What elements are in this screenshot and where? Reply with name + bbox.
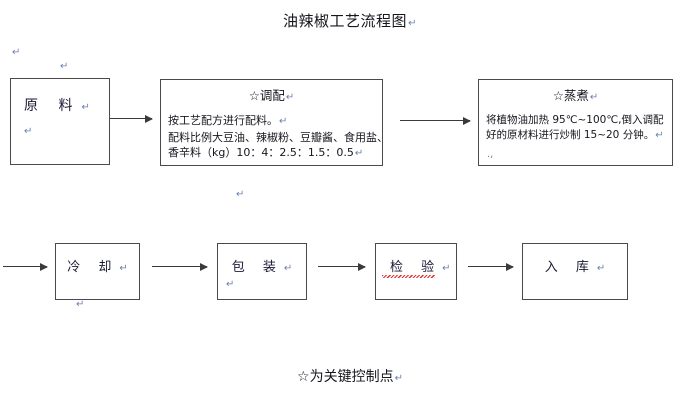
pilcrow-mark-mid-left: ↵ [236,189,245,200]
process-box-packaging[interactable]: 包 装↵ ↵ [217,243,307,300]
cooking-body-line-1: 将植物油加热 95℃~100℃,倒入调配 [486,114,664,126]
arrow-entry-to-cooling [3,262,48,271]
process-box-warehouse[interactable]: 入 库↵ [522,243,628,300]
spellcheck-underline: 检 验 [381,256,441,278]
page-title-text: 油辣椒工艺流程图 [283,12,408,30]
page-title: 油辣椒工艺流程图↵ [0,10,700,31]
pilcrow-mark-blending-head: ↵ [285,92,295,103]
stray-mark-cooking: ., [487,149,494,160]
arrow-blending-to-cooking [400,116,471,125]
blending-body-line-2: 配料比例大豆油、辣椒粉、豆瓣酱、食用盐、 [168,130,388,144]
pilcrow-mark-footer: ↵ [394,373,403,384]
process-box-warehouse-label: 入 库↵ [544,260,613,275]
process-box-raw-material[interactable]: 原 料↵ ↵ [10,78,110,165]
process-box-cooking-heading: ☆蒸煮↵ [552,88,599,103]
arrow-cooling-to-packaging [152,262,208,271]
pilcrow-mark-raw-body: ↵ [24,126,33,137]
process-box-cooking-body: 将植物油加热 95℃~100℃,倒入调配 好的原材料进行炒制 15~20 分钟。… [486,113,672,144]
arrow-packaging-to-inspection [318,262,366,271]
blending-body-line-3: 香辛料（kg）10：4：2.5：1.5：0.5↵ [168,146,364,160]
arrow-inspection-to-warehouse [468,262,514,271]
pilcrow-mark-title: ↵ [408,18,417,29]
process-box-cooling[interactable]: 冷 却↵ [55,243,140,300]
process-box-inspection-label: 检 验↵ [376,256,456,278]
process-box-cooling-label: 冷 却↵ [67,260,135,275]
legend-note: ☆为关键控制点↵ [0,366,700,386]
pilcrow-mark-cooking-head: ↵ [589,92,599,103]
process-box-raw-material-label: 原 料↵ [24,98,98,114]
process-box-blending[interactable]: ☆调配↵ 按工艺配方进行配料。↵ 配料比例大豆油、辣椒粉、豆瓣酱、食用盐、 香辛… [160,79,388,166]
pilcrow-mark-raw: ↵ [81,102,98,113]
process-box-packaging-label: 包 装↵ [231,260,300,275]
cooking-body-line-2: 好的原材料进行炒制 15~20 分钟。↵ [486,129,664,142]
pilcrow-mark-top-left: ↵ [12,47,21,58]
arrow-raw-to-blending [110,114,153,123]
pilcrow-mark-above-raw: ↵ [60,61,69,72]
blending-body-line-1: 按工艺配方进行配料。↵ [168,114,288,127]
process-box-blending-heading: ☆调配↵ [248,88,295,103]
process-box-cooking[interactable]: ☆蒸煮↵ 将植物油加热 95℃~100℃,倒入调配 好的原材料进行炒制 15~2… [478,79,673,166]
pilcrow-mark-row2-left: ↵ [76,299,85,310]
legend-note-text: ☆为关键控制点 [297,369,394,385]
process-box-blending-body: 按工艺配方进行配料。↵ 配料比例大豆油、辣椒粉、豆瓣酱、食用盐、 香辛料（kg）… [168,113,388,162]
process-box-inspection[interactable]: 检 验↵ [375,243,457,300]
pilcrow-mark-packaging-body: ↵ [226,279,235,290]
